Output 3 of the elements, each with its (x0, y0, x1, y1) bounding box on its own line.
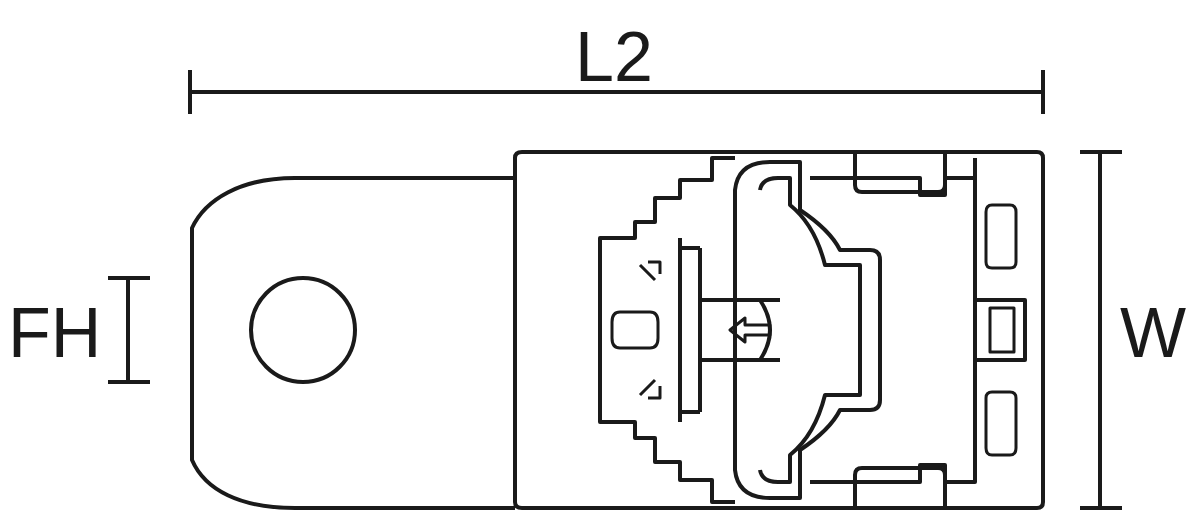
dimension-label: W (1120, 298, 1187, 368)
dimension-label: L2 (575, 22, 653, 92)
dimension-label: FH (8, 298, 102, 368)
